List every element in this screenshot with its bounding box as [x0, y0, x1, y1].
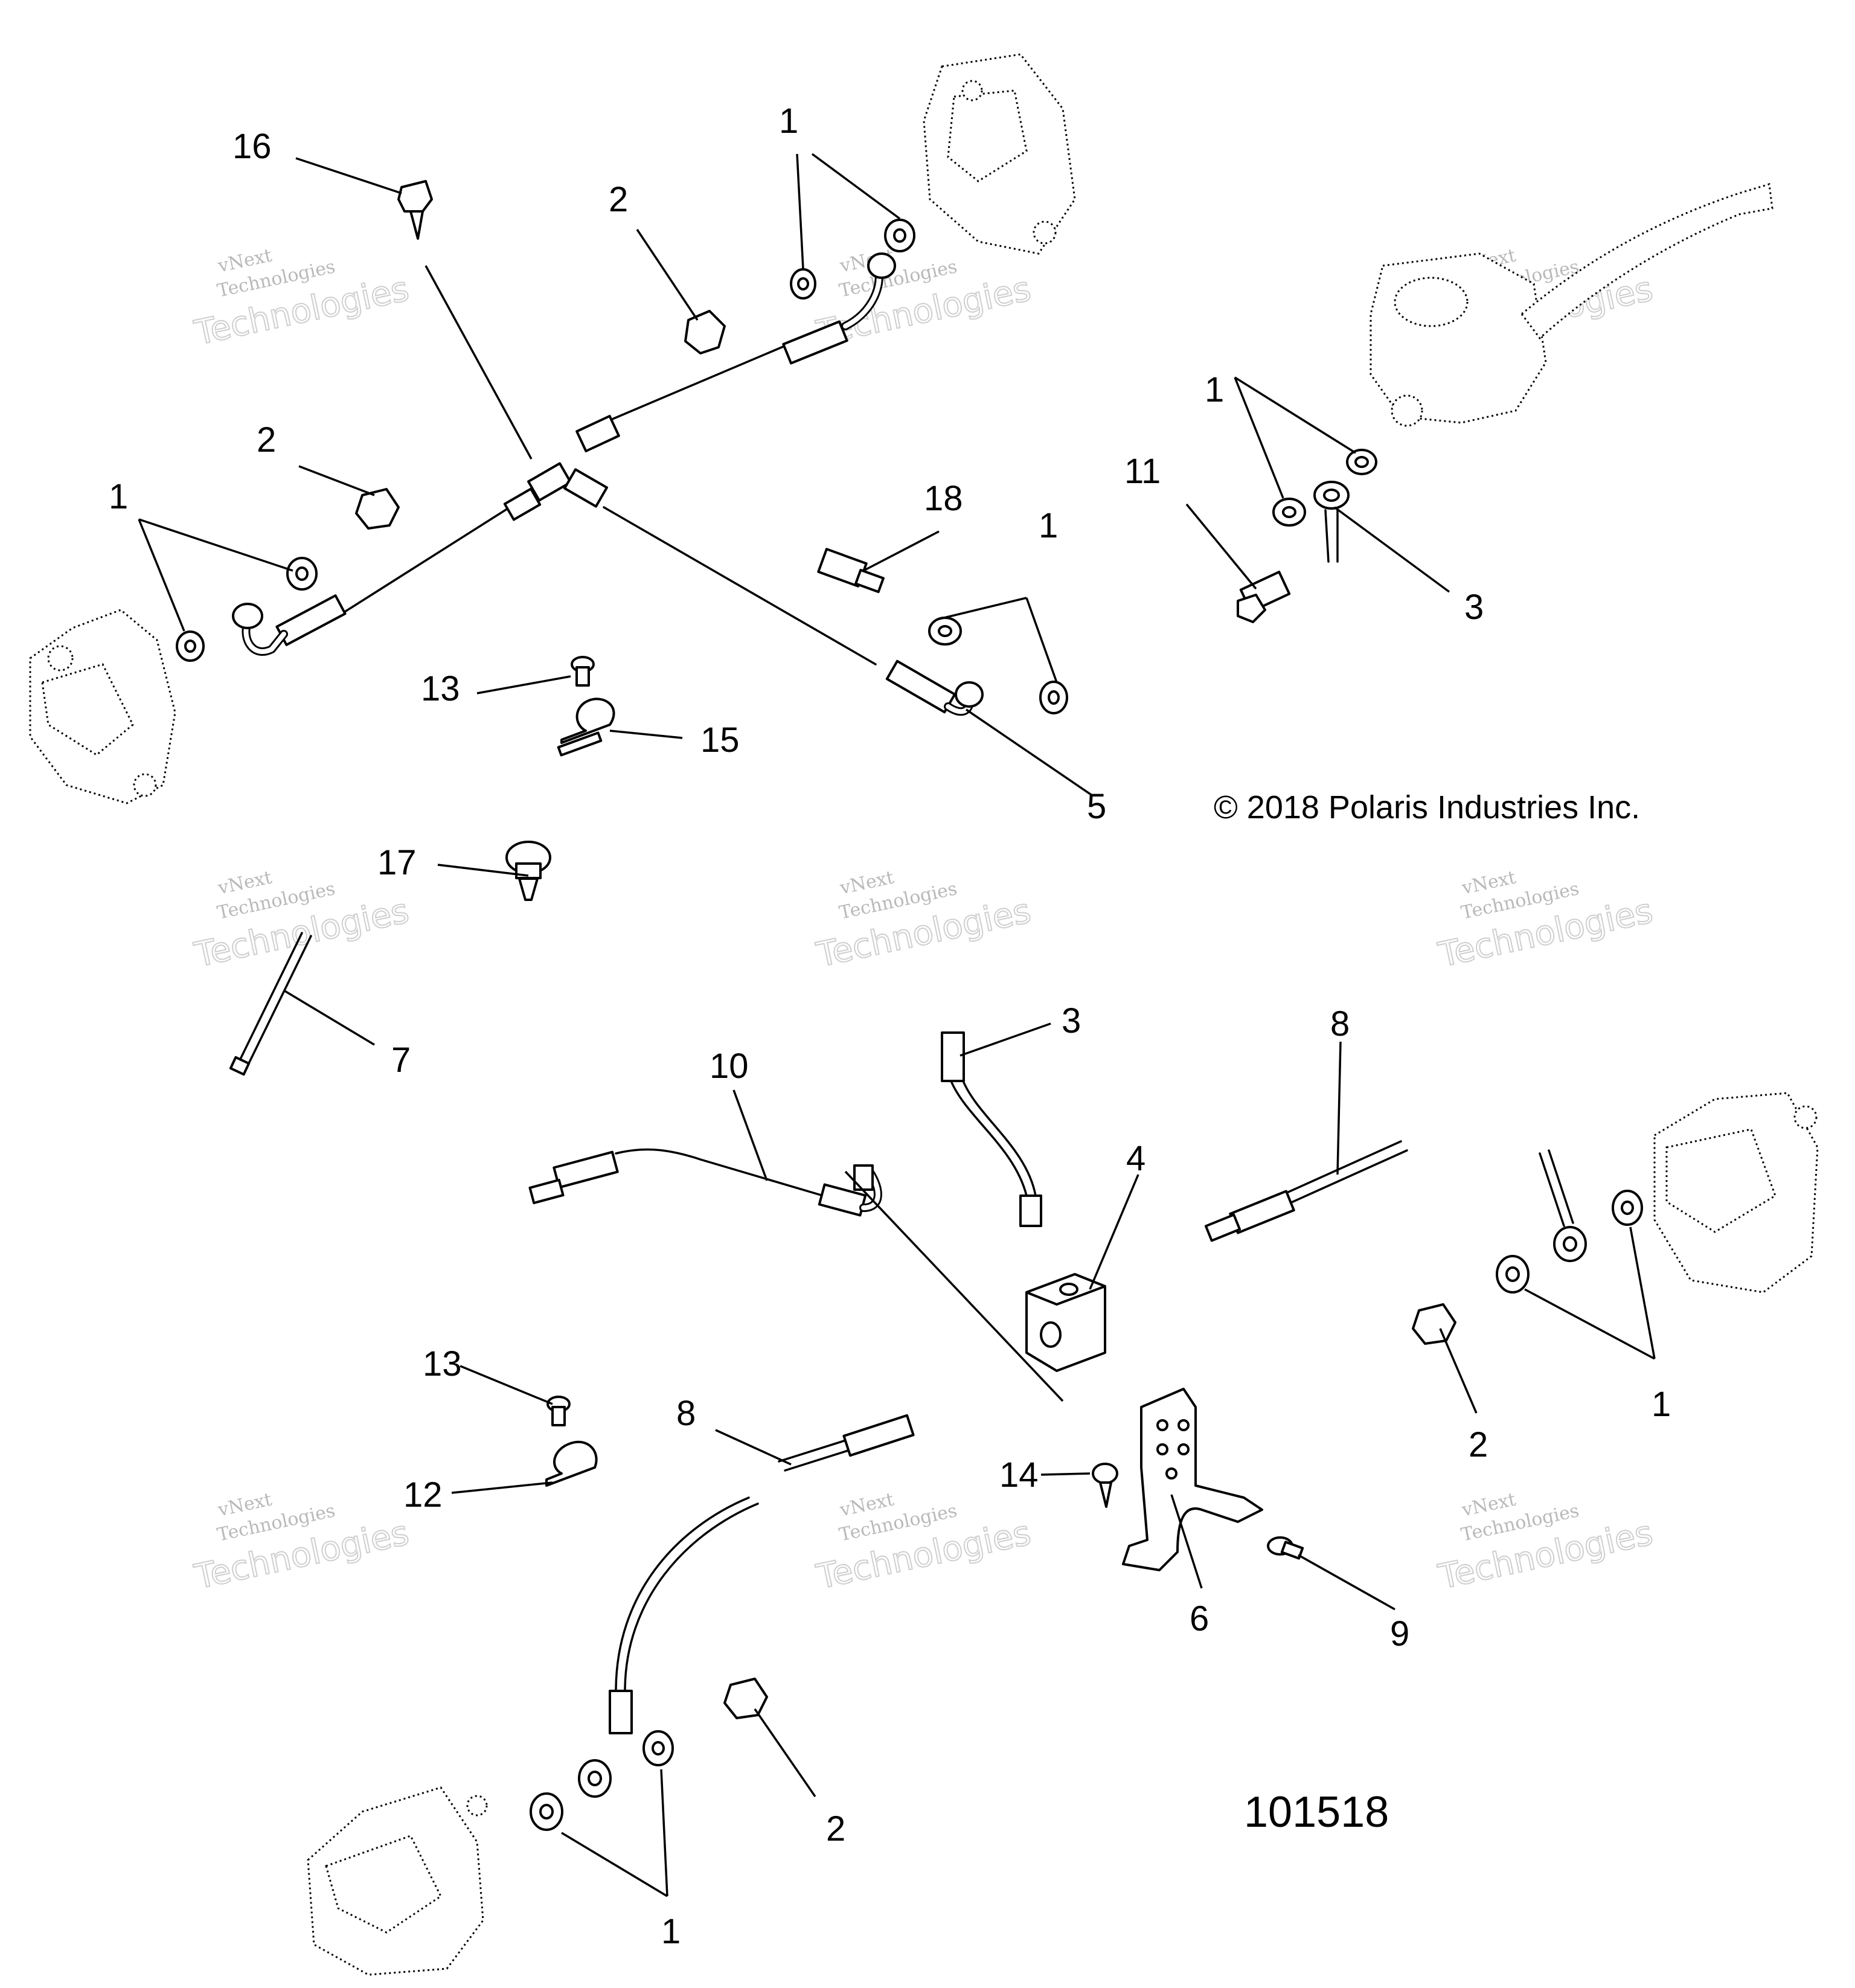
- banjo-line-fitting-3: [1313, 481, 1350, 563]
- callout-15: 15: [700, 720, 740, 760]
- callout-1: 1: [779, 101, 798, 141]
- junction-block-4: [1025, 1273, 1106, 1372]
- callout-18: 18: [924, 479, 963, 518]
- callout-1: 1: [661, 1912, 681, 1951]
- callout-11: 11: [1124, 452, 1161, 491]
- brake-caliper-upper-right: [923, 53, 1076, 255]
- callout-10: 10: [710, 1047, 749, 1086]
- callout-2: 2: [609, 180, 628, 219]
- sealing-washers: [176, 219, 1643, 1831]
- bleeder-fitting-18: [817, 548, 885, 594]
- callout-2: 2: [826, 1809, 845, 1849]
- brake-line-10: [528, 1148, 882, 1217]
- callout-1: 1: [1039, 506, 1058, 545]
- callout-1: 1: [1205, 370, 1224, 409]
- cable-tie-7: [229, 932, 312, 1076]
- callout-1: 1: [1652, 1385, 1671, 1424]
- callout-4: 4: [1126, 1139, 1145, 1178]
- diagram-number: 101518: [1244, 1788, 1389, 1836]
- callout-1: 1: [109, 477, 128, 516]
- watermark: vNext Technologies Technologies: [190, 245, 412, 354]
- callout-5: 5: [1087, 787, 1106, 826]
- p-clamp-15: [557, 697, 615, 757]
- brake-caliper-left: [29, 609, 176, 804]
- callout-13: 13: [423, 1344, 462, 1384]
- banjo-bolts: [355, 310, 1456, 1719]
- screw-9: [1267, 1536, 1304, 1560]
- brake-line-8-right: [1204, 1140, 1408, 1242]
- brake-caliper-right: [1653, 1092, 1819, 1294]
- leader-lines: [138, 153, 1656, 1897]
- brake-caliper-bottom: [307, 1786, 488, 1976]
- master-cylinder-with-lever: [1370, 183, 1773, 427]
- callout-13: 13: [421, 669, 460, 708]
- mounting-bracket-6: [1122, 1388, 1263, 1571]
- callout-17: 17: [377, 843, 417, 882]
- p-clamp-12: [545, 1440, 598, 1487]
- callout-3: 3: [1062, 1001, 1081, 1040]
- callout-16: 16: [232, 127, 272, 166]
- callout-9: 9: [1390, 1614, 1409, 1653]
- callout-6: 6: [1190, 1599, 1209, 1638]
- callout-12: 12: [403, 1475, 443, 1515]
- brake-line-3-lower: [941, 1031, 1042, 1227]
- screw-13-upper: [571, 656, 595, 687]
- watermark: vNext Technologies Technologies: [1434, 1489, 1656, 1598]
- callout-2: 2: [1469, 1425, 1488, 1464]
- callout-2: 2: [257, 420, 276, 460]
- brake-line-t-junction: [232, 252, 984, 716]
- callout-8: 8: [676, 1394, 696, 1433]
- watermark: vNext Technologies Technologies: [190, 1489, 412, 1598]
- screw-13-lower: [546, 1396, 571, 1426]
- push-clip-17: [505, 841, 551, 901]
- watermarks: vNext Technologies Technologies vNext Te…: [190, 245, 1656, 1598]
- screw-14: [1092, 1463, 1118, 1508]
- callout-3: 3: [1464, 588, 1484, 627]
- callout-7: 7: [391, 1040, 411, 1080]
- brake-line-end-right: [1539, 1149, 1587, 1262]
- callout-labels: 16 1 2 2 1 18 1 1 11 3 13 15 5 17 7 3 10…: [109, 101, 1671, 1951]
- callout-8: 8: [1330, 1004, 1350, 1044]
- copyright-notice: © 2018 Polaris Industries Inc.: [1214, 789, 1640, 826]
- screw-16: [397, 180, 433, 240]
- watermark: vNext Technologies Technologies: [1434, 867, 1656, 976]
- brake-line-8-lower: [578, 1414, 915, 1798]
- callout-14: 14: [999, 1455, 1039, 1495]
- parts: [29, 53, 1819, 1976]
- watermark: vNext Technologies Technologies: [812, 867, 1034, 976]
